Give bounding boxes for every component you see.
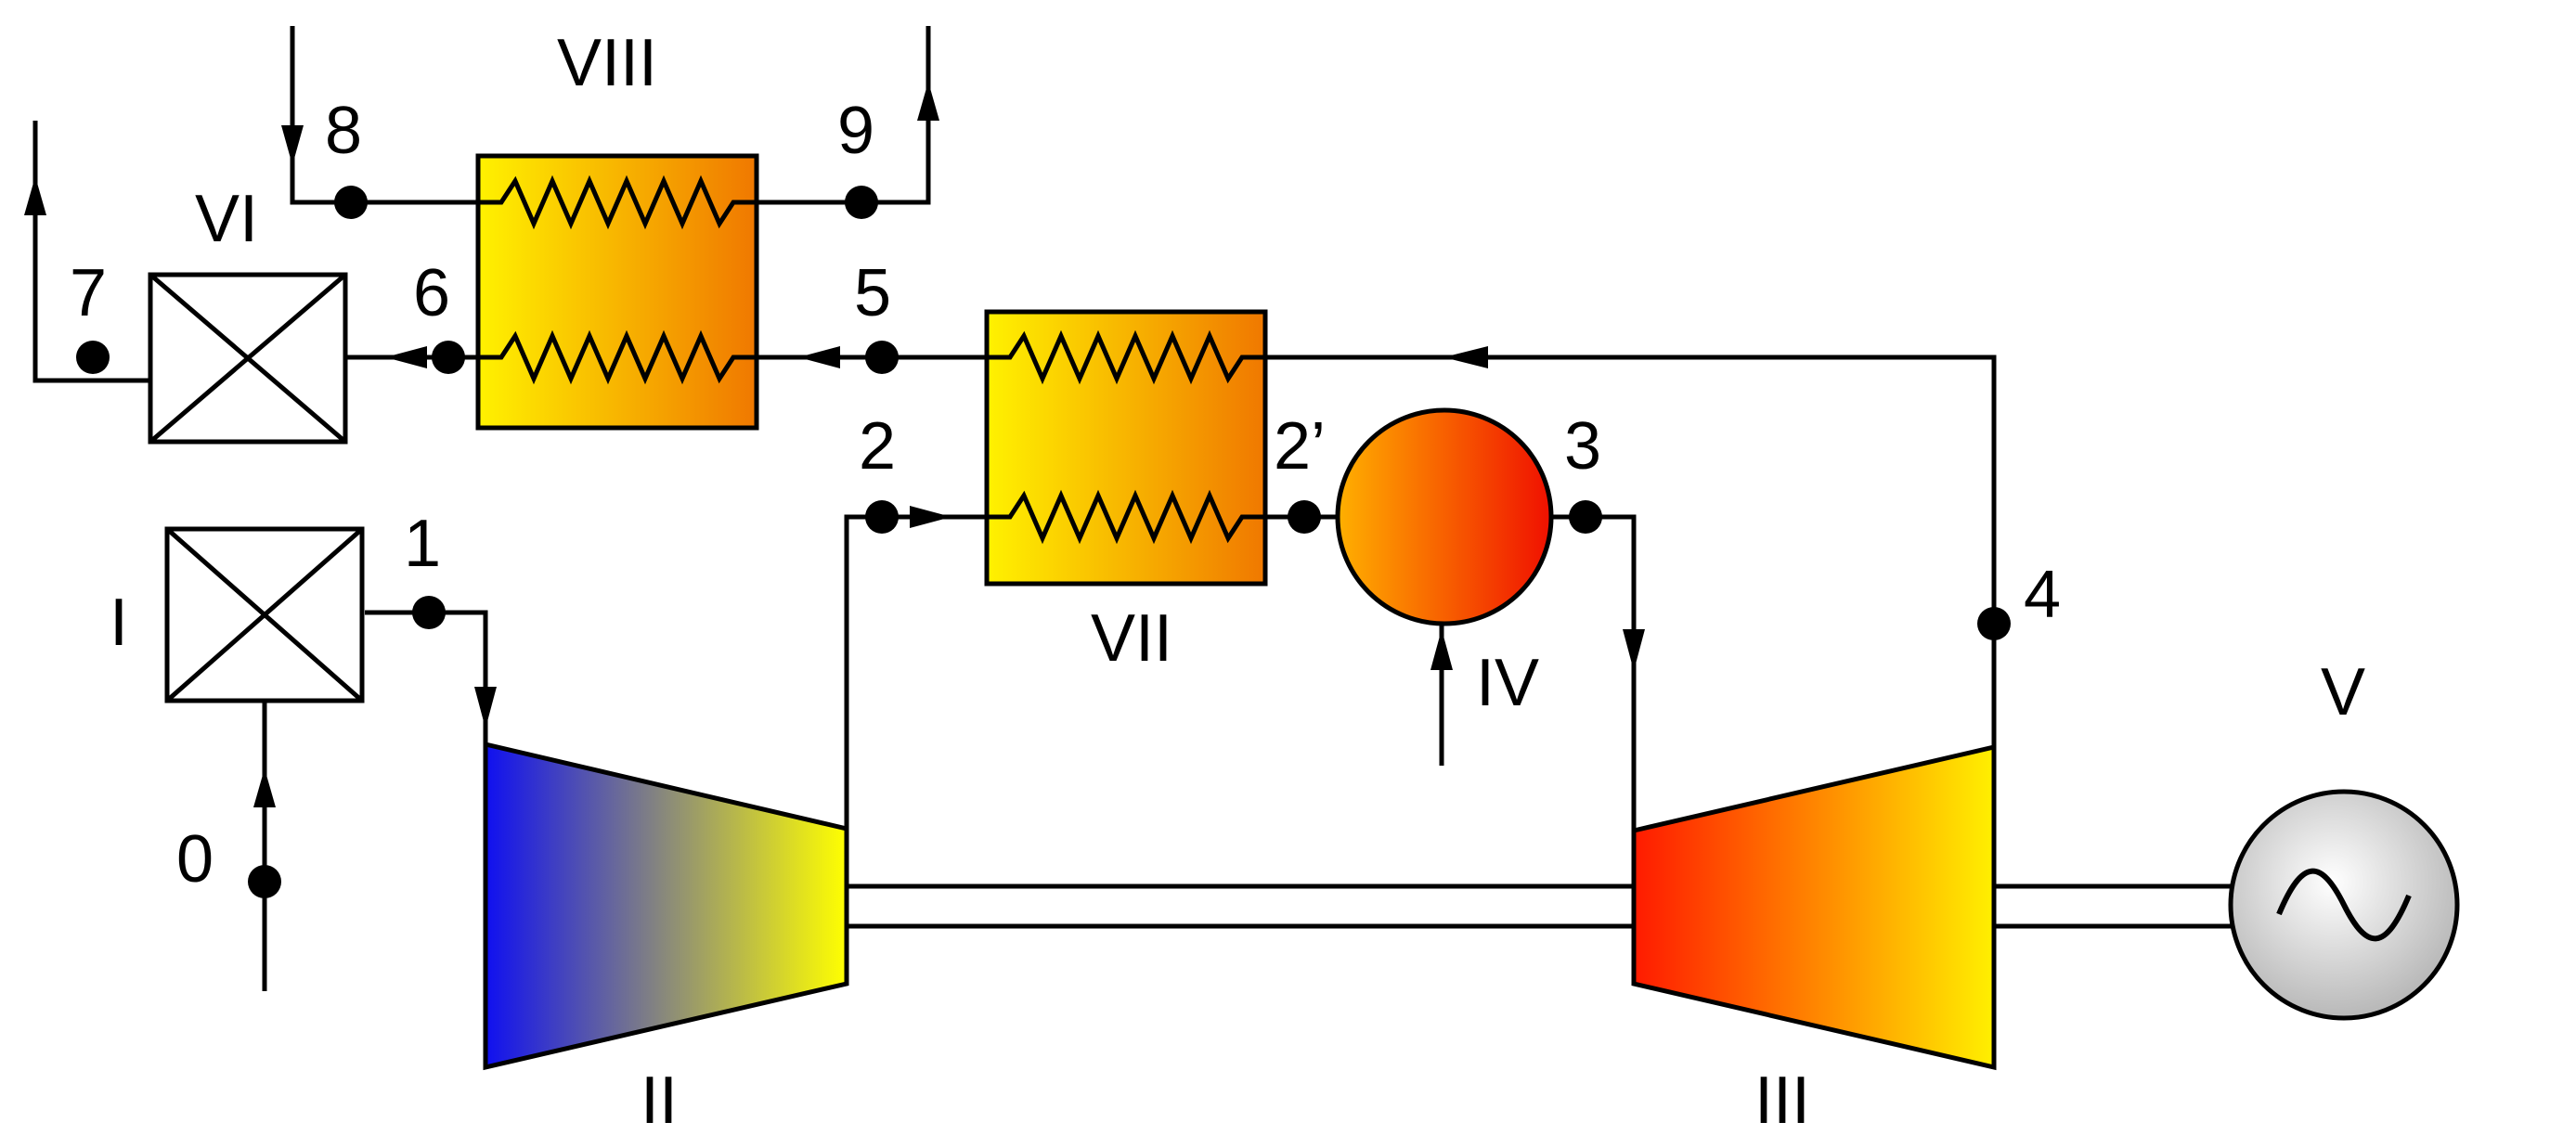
coil-viii-bottom [478, 329, 757, 385]
label-viii: VIII [557, 26, 657, 100]
label-v: V [2321, 655, 2365, 729]
pipe-2 [844, 514, 987, 829]
label-point-1: 1 [404, 507, 441, 581]
arrow-7-up-icon [24, 176, 46, 215]
arrow-6-left-icon [385, 346, 427, 368]
node-3 [1569, 500, 1602, 534]
pipe-3 [1553, 514, 1637, 831]
node-0 [248, 865, 281, 898]
component-i [164, 526, 365, 703]
pipe-8 [290, 26, 478, 205]
sine-wave-icon [2276, 868, 2412, 942]
label-point-7: 7 [70, 256, 107, 330]
arrow-5-left-icon [798, 346, 840, 368]
coil-viii-top [478, 174, 757, 230]
node-6 [432, 341, 465, 374]
arrow-9-up-icon [917, 82, 939, 121]
label-point-4: 4 [2024, 558, 2061, 632]
label-point-8: 8 [325, 94, 362, 168]
label-ii: II [641, 1064, 678, 1135]
arrow-3-down-icon [1623, 629, 1645, 671]
arrow-1-down-icon [474, 687, 497, 729]
arrow-0-up-icon [253, 768, 276, 807]
label-vi: VI [195, 182, 258, 256]
compressor-ii [483, 741, 849, 1071]
label-point-2p: 2’ [1274, 409, 1326, 484]
label-vii: VII [1091, 601, 1172, 676]
node-7 [76, 341, 110, 374]
label-i: I [110, 586, 128, 660]
node-9 [845, 186, 878, 219]
label-point-9: 9 [837, 94, 874, 168]
label-iii: III [1754, 1064, 1810, 1135]
node-5 [865, 341, 899, 374]
coil-vii-bottom [987, 489, 1265, 545]
label-point-3: 3 [1564, 409, 1601, 484]
node-4 [1977, 607, 2011, 640]
label-point-6: 6 [413, 256, 450, 330]
turbine-iii [1631, 743, 1997, 1071]
label-iv: IV [1476, 646, 1539, 720]
pipe-1 [365, 610, 488, 742]
node-2 [865, 500, 899, 534]
arrow-fuel-up-icon [1430, 629, 1453, 670]
node-2p [1288, 500, 1321, 534]
coil-vii-top [987, 329, 1265, 385]
label-point-2: 2 [859, 409, 896, 484]
arrow-4-left-icon [1443, 346, 1488, 368]
node-1 [412, 596, 446, 629]
label-point-0: 0 [176, 822, 214, 896]
component-vi [148, 272, 348, 445]
label-point-5: 5 [854, 256, 891, 330]
node-8 [334, 186, 368, 219]
arrow-2-right-icon [910, 506, 951, 528]
arrow-8-down-icon [281, 125, 304, 165]
combustor-iv [1335, 407, 1554, 626]
